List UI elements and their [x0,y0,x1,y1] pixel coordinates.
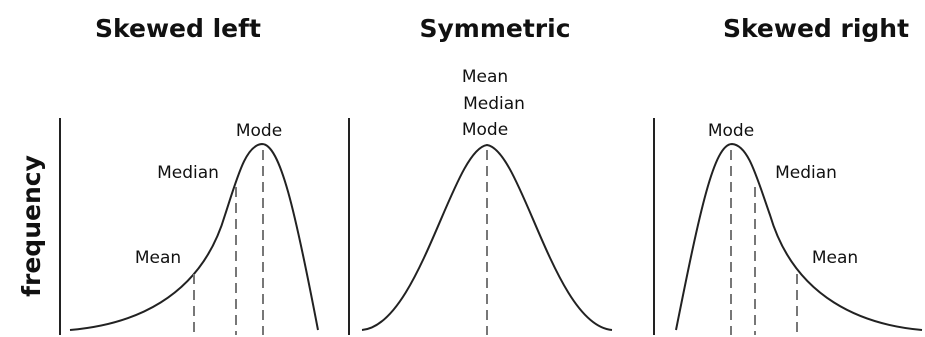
marker-label-median-symmetric: Median [463,94,525,114]
panel-skewed-left: Skewed left Mode Median Mean [59,14,319,335]
marker-label-mode-skewed-right: Mode [708,121,754,141]
panel-title-skewed-left: Skewed left [95,14,261,43]
marker-label-mode-skewed-left: Mode [236,121,282,141]
panel-symmetric: Symmetric Mean Median Mode [348,14,613,335]
marker-label-median-skewed-right: Median [775,163,837,183]
panel-skewed-right: Skewed right Mode Median Mean [653,14,923,335]
panel-title-skewed-right: Skewed right [723,14,909,43]
panel-title-symmetric: Symmetric [419,14,570,43]
marker-label-mean-skewed-left: Mean [135,248,181,268]
marker-label-mean-symmetric: Mean [462,67,508,87]
marker-label-median-skewed-left: Median [157,163,219,183]
curve-skewed-right [675,142,923,331]
frequency-axis-label: frequency [17,155,46,297]
curve-symmetric [361,143,613,331]
curve-skewed-left [69,142,319,331]
marker-label-mode-symmetric: Mode [462,120,508,140]
marker-label-mean-skewed-right: Mean [812,248,858,268]
